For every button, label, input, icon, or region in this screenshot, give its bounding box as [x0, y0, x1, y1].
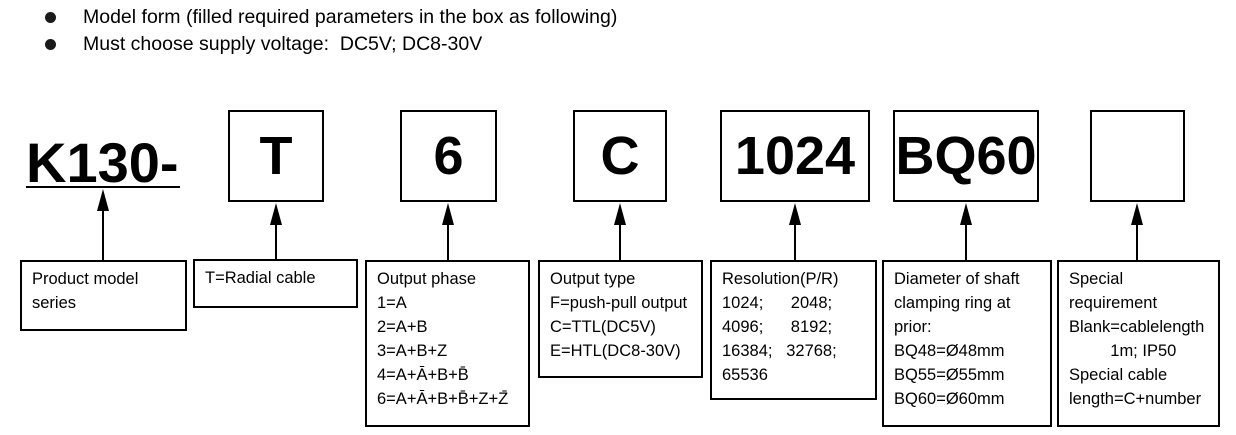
up-arrow-icon — [613, 203, 627, 260]
up-arrow-icon — [441, 203, 455, 260]
code-box-output-type: C — [573, 110, 667, 202]
desc-resolution: Resolution(P/R) 1024; 2048; 4096; 8192; … — [710, 260, 877, 400]
arrow-stem — [965, 220, 967, 260]
desc-clamping-ring-diameter: Diameter of shaft clamping ring at prior… — [882, 260, 1052, 427]
code-box-resolution: 1024 — [720, 110, 870, 202]
up-arrow-icon — [269, 203, 283, 260]
arrowhead-icon — [1131, 203, 1143, 225]
desc-text: Special requirement Blank=cablelength 1m… — [1069, 270, 1205, 408]
code-box-output-phase: 6 — [400, 110, 497, 202]
arrowhead-icon — [960, 203, 972, 225]
desc-output-phase: Output phase 1=A 2=A+B 3=A+B+Z 4=A+Ā+B+… — [365, 260, 530, 427]
arrow-stem — [619, 220, 621, 260]
arrow-stem — [275, 220, 277, 260]
model-prefix-underline — [26, 186, 180, 188]
code-box-cable-exit: T — [228, 110, 324, 202]
desc-text: Output type F=push-pull output C=TTL(DC5… — [550, 270, 688, 360]
bullet-icon — [45, 12, 56, 23]
arrowhead-icon — [614, 203, 626, 225]
arrow-stem — [794, 220, 796, 260]
code-box-special-requirement — [1090, 110, 1185, 202]
desc-text: Diameter of shaft clamping ring at prior… — [894, 270, 1020, 408]
code-box-clamping-ring: BQ60 — [893, 110, 1039, 202]
arrowhead-icon — [97, 189, 109, 211]
note-model-form: Model form (filled required parameters i… — [45, 4, 617, 31]
up-arrow-icon — [96, 189, 110, 260]
desc-output-type: Output type F=push-pull output C=TTL(DC5… — [538, 260, 703, 378]
bullet-icon — [45, 39, 56, 50]
note-text: Must choose supply voltage: DC5V; DC8-30… — [83, 33, 483, 55]
desc-cable-exit: T=Radial cable — [193, 259, 358, 308]
notes-list: Model form (filled required parameters i… — [45, 4, 617, 58]
note-supply-voltage: Must choose supply voltage: DC5V; DC8-30… — [45, 31, 617, 58]
desc-special-requirement: Special requirement Blank=cablelength 1m… — [1057, 260, 1220, 427]
arrow-stem — [447, 220, 449, 260]
arrowhead-icon — [270, 203, 282, 225]
up-arrow-icon — [1130, 203, 1144, 260]
up-arrow-icon — [788, 203, 802, 260]
desc-text: Resolution(P/R) 1024; 2048; 4096; 8192; … — [722, 270, 839, 384]
desc-text: T=Radial cable — [205, 269, 316, 287]
arrowhead-icon — [442, 203, 454, 225]
arrow-stem — [1136, 220, 1138, 260]
desc-text: Product model series — [32, 270, 139, 312]
model-prefix: K130- — [26, 131, 179, 194]
note-text: Model form (filled required parameters i… — [83, 6, 618, 28]
arrowhead-icon — [789, 203, 801, 225]
arrow-stem — [102, 206, 104, 260]
up-arrow-icon — [959, 203, 973, 260]
desc-product-model-series: Product model series — [20, 260, 187, 331]
desc-text: Output phase 1=A 2=A+B 3=A+B+Z 4=A+Ā+B+… — [377, 270, 509, 408]
